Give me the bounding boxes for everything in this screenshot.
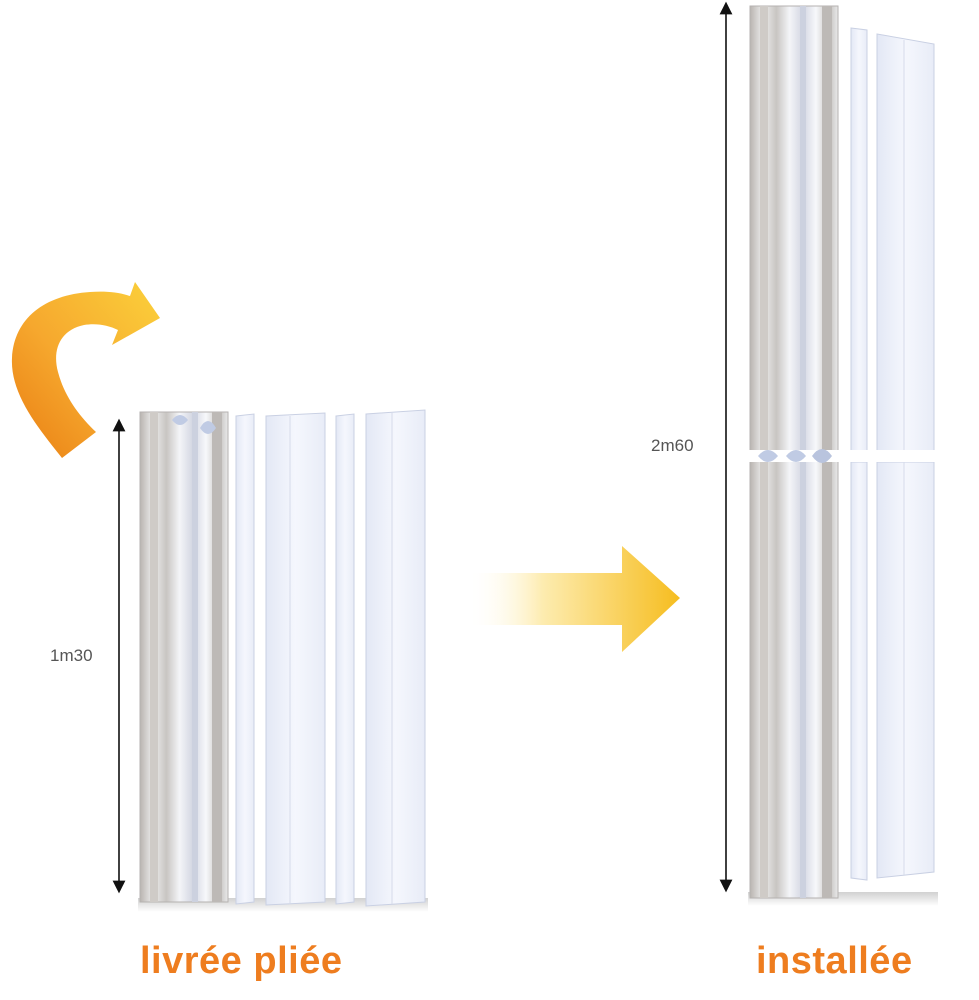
folded-product-image [138, 409, 428, 912]
installed-caption: installée [756, 940, 913, 982]
folded-height-label: 1m30 [50, 646, 93, 665]
installed-height-label: 2m60 [651, 436, 694, 455]
curved-arrow-icon [11, 282, 160, 458]
folded-caption: livrée pliée [140, 940, 343, 982]
installed-product-image [748, 5, 938, 906]
right-arrow-icon [468, 546, 680, 652]
